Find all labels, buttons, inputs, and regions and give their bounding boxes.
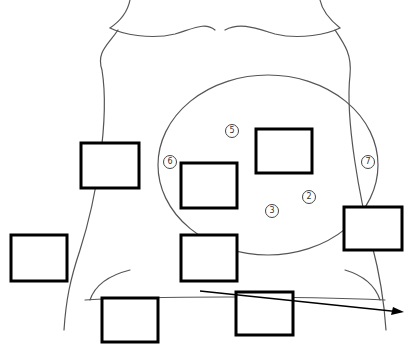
arrow-head — [391, 307, 404, 315]
callout-number: 5 — [225, 124, 239, 138]
blank-box — [102, 298, 158, 342]
callout-number: 7 — [361, 155, 375, 169]
blank-box — [181, 235, 237, 281]
blank-box — [256, 129, 312, 173]
blank-box — [181, 163, 237, 208]
groin-line — [90, 270, 130, 300]
blank-box — [236, 292, 293, 335]
chest-line — [110, 0, 215, 36]
callout-number: 6 — [163, 155, 177, 169]
callout-number: 3 — [265, 204, 279, 218]
blank-box — [11, 235, 67, 281]
callout-number: 2 — [302, 190, 316, 204]
torso-lines — [64, 0, 386, 330]
pointer-arrow — [200, 291, 396, 312]
blank-box — [81, 143, 139, 188]
blank-box — [344, 207, 402, 250]
blank-boxes — [11, 129, 402, 342]
groin-line — [345, 270, 380, 300]
torso-side — [335, 30, 386, 330]
chest-line — [225, 0, 340, 36]
